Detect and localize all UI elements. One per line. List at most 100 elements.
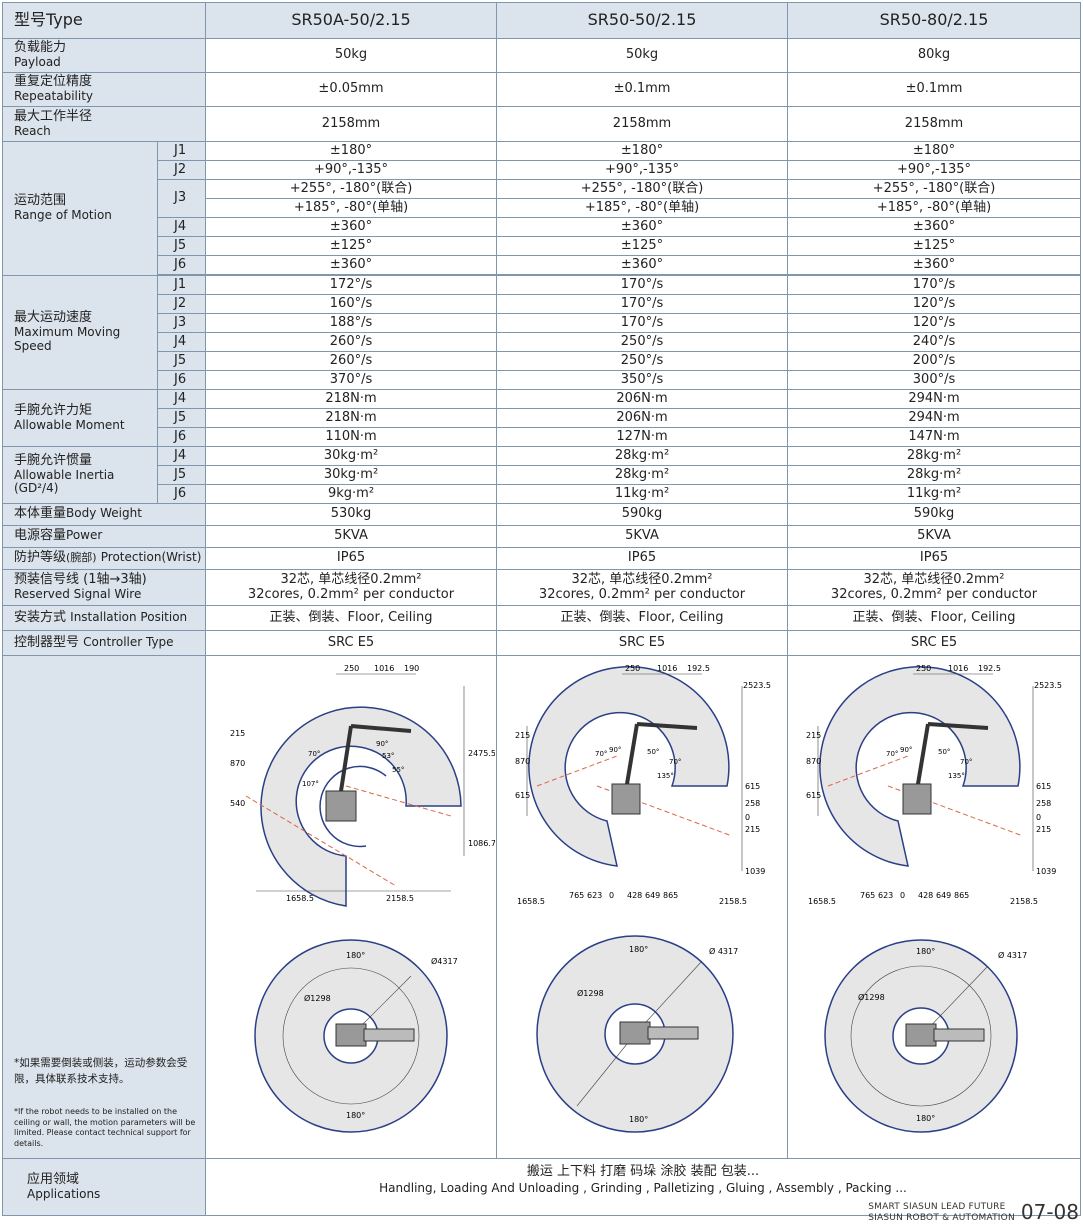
repeat-value: ±0.1mm: [496, 72, 789, 107]
power-value: 5KVA: [787, 525, 1082, 548]
inertia-j5-row: J5 30kg·m² 28kg·m² 28kg·m²: [3, 465, 1082, 485]
robot-arm: [916, 723, 930, 785]
dim-label: 428: [918, 891, 933, 900]
dim-label: 540: [230, 799, 245, 808]
joint-label: J1: [156, 141, 207, 161]
dim-label: 1086.7: [468, 839, 495, 848]
speed-value: 300°/s: [787, 370, 1082, 390]
speed-value: 170°/s: [496, 313, 789, 333]
dim-label: 0: [1036, 813, 1041, 822]
robot-base: [325, 790, 357, 822]
dim-label: 2158.5: [386, 894, 414, 903]
diagram-cell: 250 1016 192.5 2523.5 215 870 615 615 25…: [496, 655, 789, 1159]
protection-value: IP65: [205, 547, 498, 570]
angle-label: 180°: [916, 1114, 935, 1123]
angle-label: 180°: [916, 947, 935, 956]
speed-value: 170°/s: [787, 275, 1082, 295]
dash-line: [345, 785, 452, 817]
top-view: 180° 180° Ø4317 Ø1298: [254, 939, 458, 1133]
dim-label: 865: [954, 891, 969, 900]
motion-j3a-row: J3 +255°, -180°(联合) +255°, -180°(联合) +25…: [3, 179, 1082, 218]
joint-label: J4: [156, 217, 207, 237]
motion-value: ±125°: [205, 236, 498, 256]
angle-label: 70°: [960, 758, 972, 766]
speed-j3-row: J3 188°/s 170°/s 120°/s: [3, 313, 1082, 333]
robot-arm: [339, 725, 353, 792]
protection-label: 防护等级(腕部) Protection(Wrist): [1, 547, 207, 570]
robot-arm: [927, 722, 989, 730]
mid-circle: [850, 965, 992, 1107]
dim-label: 215: [515, 731, 530, 740]
speed-value: 350°/s: [496, 370, 789, 390]
dim-label: 258: [1036, 799, 1051, 808]
top-view: 180° 180° Ø 4317 Ø1298: [824, 939, 1027, 1133]
install-row: 安装方式 Installation Position 正装、倒装、Floor, …: [1, 605, 1082, 631]
controller-value: SRC E5: [787, 630, 1082, 656]
dash-line: [536, 755, 618, 787]
moment-j6-row: J6 110N·m 127N·m 147N·m: [3, 427, 1082, 447]
dim-label: 215: [1036, 825, 1051, 834]
motion-value: ±180°: [205, 141, 498, 161]
motion-value: ±180°: [496, 141, 789, 161]
speed-j5-row: J5 260°/s 250°/s 200°/s: [3, 351, 1082, 371]
motion-value: ±360°: [205, 255, 498, 275]
dim-label: 1039: [1036, 867, 1056, 876]
robot-arm: [636, 722, 698, 730]
reach-value: 2158mm: [496, 106, 789, 142]
motion-value: +255°, -180°(联合): [205, 179, 498, 199]
moment-value: 218N·m: [205, 389, 498, 409]
speed-value: 120°/s: [787, 294, 1082, 314]
signal-row: 预装信号线 (1轴→3轴)Reserved Signal Wire 32芯, 单…: [1, 569, 1082, 606]
side-view: 250 1016 192.5 2523.5 215 870 615 615 25…: [806, 664, 1062, 906]
controller-value: SRC E5: [496, 630, 789, 656]
angle-label: 90°: [609, 746, 621, 754]
motion-value: +255°, -180°(联合): [496, 179, 789, 199]
dim-label: 190: [404, 664, 419, 673]
speed-value: 160°/s: [205, 294, 498, 314]
dim-label: 1016: [374, 664, 394, 673]
angle-label: 135°: [948, 772, 965, 780]
motion-j6-row: J6 ±360° ±360° ±360°: [3, 255, 1082, 275]
applications-value: 搬运 上下料 打磨 码垛 涂胶 装配 包装... Handling, Loadi…: [205, 1158, 1082, 1216]
moment-value: 147N·m: [787, 427, 1082, 447]
motion-value: +90°,-135°: [496, 160, 789, 180]
motion-value: ±360°: [787, 255, 1082, 275]
diagram-cell: 250 1016 192.5 2523.5 215 870 615 615 25…: [787, 655, 1082, 1159]
inertia-value: 9kg·m²: [205, 484, 498, 504]
footer: SMART SIASUN LEAD FUTURE SIASUN ROBOT & …: [868, 1200, 1079, 1224]
dim-label: 215: [230, 729, 245, 738]
dim-label: 649: [936, 891, 951, 900]
header-row: 型号Type SR50A-50/2.15 SR50-50/2.15 SR50-8…: [1, 2, 1082, 39]
moment-j5-row: J5 218N·m 206N·m 294N·m: [3, 408, 1082, 428]
angle-label: 180°: [346, 951, 365, 960]
angle-label: 70°: [886, 750, 898, 758]
weight-value: 590kg: [496, 503, 789, 526]
robot-base: [335, 1023, 367, 1047]
angle-label: 107°: [302, 780, 319, 788]
footer-company: SIASUN ROBOT & AUTOMATION: [868, 1213, 1015, 1224]
inertia-value: 28kg·m²: [787, 446, 1082, 466]
angle-label: 70°: [308, 750, 320, 758]
robot-arm: [350, 724, 412, 733]
side-view: 250 1016 192.5 2523.5 215 870 615 615 25…: [515, 664, 771, 906]
motion-value: ±360°: [205, 217, 498, 237]
reach-zone: [260, 706, 462, 907]
dash-line: [827, 755, 909, 787]
dim-label: 2158.5: [1010, 897, 1038, 906]
model-3: SR50-80/2.15: [787, 2, 1082, 39]
speed-j4-row: J4 260°/s 250°/s 240°/s: [3, 332, 1082, 352]
speed-value: 260°/s: [205, 351, 498, 371]
dim-label: 865: [663, 891, 678, 900]
joint-label: J6: [156, 255, 207, 275]
diagram-row: *如果需要倒装或侧装，运动参数会受限，具体联系技术支持。 *If the rob…: [1, 655, 1082, 1159]
speed-value: 200°/s: [787, 351, 1082, 371]
power-value: 5KVA: [205, 525, 498, 548]
inertia-value: 28kg·m²: [496, 446, 789, 466]
motion-j2-row: J2 +90°,-135° +90°,-135° +90°,-135°: [3, 160, 1082, 180]
inertia-value: 30kg·m²: [205, 465, 498, 485]
